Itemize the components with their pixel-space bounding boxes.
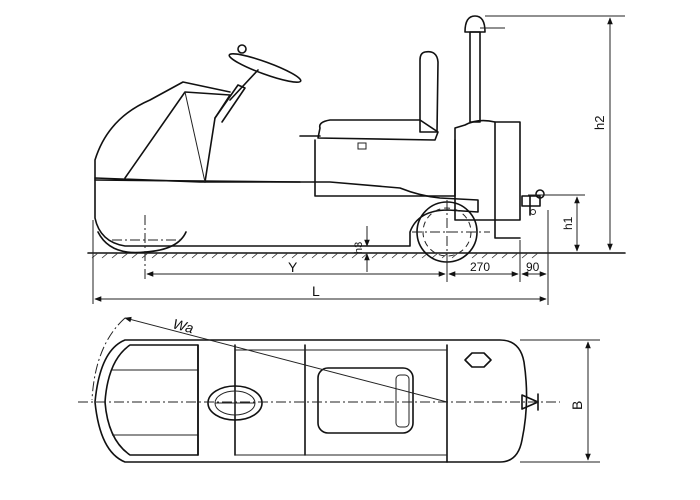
front-wheel — [97, 215, 187, 280]
label-90: 90 — [526, 260, 540, 274]
top-outline — [94, 339, 528, 463]
label-l: L — [312, 283, 320, 299]
dimension-h1: h1 — [528, 194, 585, 252]
dimension-y-row: Y 270 90 — [146, 210, 549, 305]
label-h2: h2 — [592, 116, 607, 130]
label-h1: h1 — [561, 216, 575, 230]
dimension-h2: h2 — [485, 15, 625, 251]
dimension-h3: h3 — [353, 226, 370, 272]
dimension-b: B — [520, 339, 600, 463]
label-270: 270 — [470, 260, 490, 274]
label-wa: Wa — [171, 315, 195, 336]
rear-light-top — [464, 352, 492, 368]
label-y: Y — [288, 259, 298, 275]
front-cowl — [124, 91, 231, 183]
tow-coupling — [521, 189, 545, 216]
top-view: Wa B — [78, 315, 600, 463]
label-h3: h3 — [353, 242, 365, 254]
steering-wheel-top — [207, 385, 263, 421]
seat-top — [317, 367, 414, 434]
chassis-body — [94, 177, 479, 247]
operator-seat — [299, 50, 456, 197]
side-view: h2 h1 h3 Y 270 90 — [87, 15, 626, 305]
dimension-wa: Wa — [91, 315, 448, 403]
label-b: B — [569, 401, 585, 410]
rear-housing — [454, 15, 521, 239]
ground-line — [87, 252, 626, 259]
steering-assembly — [214, 44, 302, 123]
dimension-l: L — [92, 220, 547, 304]
